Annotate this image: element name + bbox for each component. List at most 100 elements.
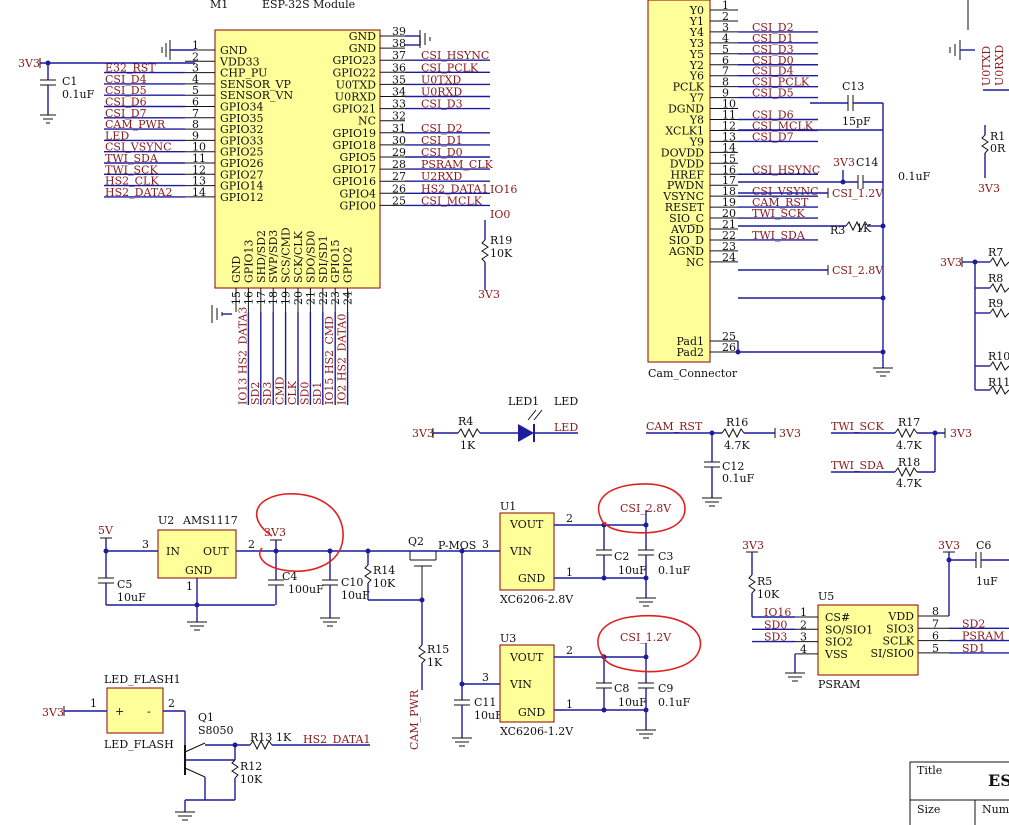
m1-pin-num: 36 [392, 61, 406, 74]
annotation-circle-3v3 [255, 493, 344, 572]
twisck-net: TWI_SCK [831, 420, 884, 433]
twisda-net: TWI_SDA [831, 459, 885, 472]
c12-value: 0.1uF [722, 472, 755, 485]
cam-pin-name: Y0 [689, 4, 704, 17]
campwr-vert: CAM_PWR [408, 689, 421, 750]
u3-csi12: CSI_1.2V [620, 631, 672, 644]
v33-power: 3V3 [264, 526, 286, 539]
m1-body [214, 29, 381, 289]
c11-value: 10uF [474, 709, 503, 722]
m1-pin-name: GPIO5 [339, 151, 376, 164]
cam-pin-name: PWDN [667, 179, 705, 192]
c6-value: 1uF [976, 575, 998, 588]
m1-pin-num: 22 [317, 291, 330, 305]
m1-net-label: HS2_DATA1 [421, 182, 488, 195]
right-edge-partial: U0TXD U0RXD R1 0R 3V3 3V3 R7 R8 R9 R10 R… [940, 0, 1009, 396]
u2-in: IN [166, 545, 180, 558]
cam-pin-name: Y9 [689, 135, 704, 148]
c10-value: 10uF [341, 589, 370, 602]
cam-pin-num: 7 [722, 65, 729, 78]
c10-ref: C10 [341, 576, 363, 589]
m1-net-label: CSI_D2 [421, 122, 463, 135]
cam-pin-name: Pad1 [676, 335, 704, 348]
m1-pin-name: GND [349, 42, 376, 55]
v33-psram-r: 3V3 [938, 539, 960, 552]
r9-ref: R9 [988, 297, 1003, 310]
cam-net-label: CSI_D6 [752, 109, 794, 122]
cam-csi28: CSI_2.8V [832, 264, 884, 277]
m1-pin-num: 3 [192, 62, 199, 75]
r8-ref: R8 [988, 272, 1003, 285]
svg-text:3: 3 [142, 538, 149, 551]
m1-net-label: CSI_D1 [421, 134, 463, 147]
m1-pin-name: GPIO15 [329, 239, 342, 283]
cam-name: Cam_Connector [648, 367, 738, 380]
u5-ref: U5 [818, 590, 834, 603]
m1-pin-name: GPIO17 [332, 163, 376, 176]
cam-net-label: CSI_HSYNC [752, 163, 820, 176]
m1-pin-num: 34 [392, 86, 406, 99]
u2-out: OUT [203, 545, 229, 558]
c12-ref: C12 [722, 460, 744, 473]
m1-pin-num: 13 [192, 175, 206, 188]
c1-ref: C1 [62, 75, 77, 88]
m1-pin-name: SDO/SD0 [304, 231, 317, 283]
io16-label: IO16 [490, 183, 517, 196]
flash-name2: LED_FLASH [104, 738, 174, 751]
m1-pin-num: 30 [392, 134, 406, 147]
svg-text:1: 1 [566, 566, 573, 579]
r13-value: 1K [276, 731, 292, 744]
c9-value: 0.1uF [658, 696, 691, 709]
c5-value: 10uF [117, 591, 146, 604]
m1-net-label: E32_RST [105, 62, 156, 75]
m1-pin-num: 23 [329, 291, 342, 305]
cam-net-label: TWI_SDA [752, 229, 806, 242]
cam-pin-name: DGND [668, 103, 704, 116]
u3-body [499, 644, 555, 723]
cam-pin-num: 12 [722, 119, 736, 132]
c14-ref: C14 [856, 156, 878, 169]
cam-pin-num: 24 [722, 251, 736, 264]
m1-net-label: CAM_PWR [105, 118, 166, 131]
q1-name: S8050 [198, 724, 234, 737]
r12-ref: R12 [240, 760, 262, 773]
r17-value: 4.7K [896, 439, 922, 452]
tb-size: Size [917, 803, 940, 816]
r4-ref: R4 [458, 415, 473, 428]
v33-r16: 3V3 [779, 427, 801, 440]
u3-name: XC6206-1.2V [500, 725, 574, 738]
q1-ref: Q1 [198, 711, 214, 724]
cam-pin-num: 4 [722, 32, 729, 45]
c1-decoupling: 3V3 C1 0.1uF R19 10K 3V3 [18, 30, 513, 323]
svg-text:2: 2 [566, 512, 573, 525]
led1-ref: LED1 [508, 395, 539, 408]
c14-value: 0.1uF [898, 170, 931, 183]
svg-text:3: 3 [482, 671, 489, 684]
r5-value: 10K [757, 588, 780, 601]
tb-title: Title [917, 764, 942, 777]
m1-pin-name: SDI/SD1 [317, 235, 330, 283]
v33-right: 3V3 [940, 256, 962, 269]
cam-pin-name: Y1 [689, 15, 704, 28]
m1-net-label: IO15 HS2_CMD [323, 316, 336, 405]
m1-pin-num: 33 [392, 98, 406, 111]
cam-net-label: CSI_D0 [752, 54, 794, 67]
r14-value: 10K [373, 577, 396, 590]
u2-ref: U2 [158, 514, 174, 527]
u2-body [157, 529, 237, 579]
m1-pin-num: 31 [392, 122, 406, 135]
m1-name: ESP-32S Module [262, 0, 355, 11]
cam-pin-name: Pad2 [676, 346, 704, 359]
v33-r1: 3V3 [978, 182, 1000, 195]
cam-pin-num: 15 [722, 152, 736, 165]
r15-ref: R15 [427, 643, 449, 656]
cam-net-label: CSI_D7 [752, 130, 794, 143]
m1-pin-num: 15 [230, 291, 243, 305]
m1-pin-num: 24 [342, 291, 355, 305]
m1-pin-name: VDD33 [219, 55, 260, 68]
r1-ref: R1 [990, 130, 1005, 143]
cam-pin-name: AVDD [670, 223, 704, 236]
u0txd-vert: U0TXD [980, 46, 993, 86]
